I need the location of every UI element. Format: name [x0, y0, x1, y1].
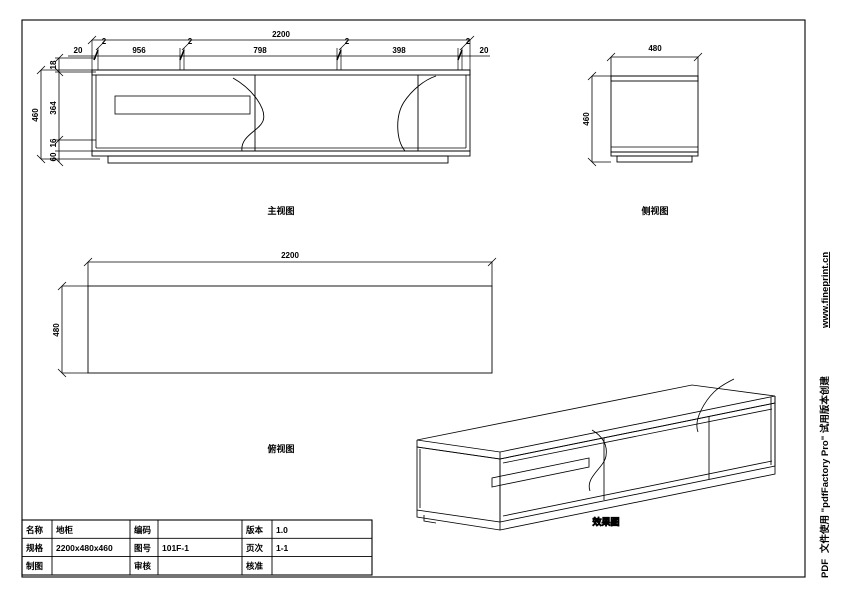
- front-dim-364-label: 364: [49, 101, 58, 115]
- side-dim-480-line: [606, 52, 703, 76]
- top-dim-2200-line: [83, 257, 497, 286]
- iso-top-surface: [416, 384, 776, 453]
- front-dim-460-label: 460: [31, 108, 40, 122]
- pdffactory-watermark: PDF 文件使用 "pdfFactory Pro" 试用版本创建 www.fin…: [819, 252, 831, 578]
- front-dim-2-c: 2: [345, 37, 350, 46]
- top-view-label: 俯视图: [267, 443, 294, 454]
- front-body: [91, 69, 471, 152]
- side-dim-460-label: 460: [582, 112, 591, 126]
- tb-value-spec: 2200x480x460: [56, 543, 113, 553]
- tb-value-name: 地柜: [56, 525, 74, 535]
- tb-label-drawn: 制图: [26, 561, 43, 571]
- tb-value-version: 1.0: [276, 525, 288, 535]
- iso-curve-right: [696, 378, 735, 433]
- front-dim-956: 956: [132, 46, 146, 55]
- side-top-panel: [610, 75, 699, 82]
- tb-value-page: 1-1: [276, 543, 289, 553]
- watermark-prefix: PDF: [820, 559, 831, 578]
- iso-view-group: 效果图: [416, 378, 776, 531]
- front-dim-18-label: 18: [49, 60, 58, 69]
- front-curve-right: [397, 75, 437, 152]
- side-dim-460-line: [587, 71, 611, 167]
- side-view-group: 480 460 侧视图: [582, 44, 703, 216]
- iso-view-label: 效果图: [592, 516, 619, 527]
- front-top-panel: [91, 69, 471, 76]
- tb-value-dwgno: 101F-1: [162, 543, 189, 553]
- iso-handle-slot: [491, 457, 590, 488]
- front-view-group: 2200 20 2 956 2: [31, 30, 490, 216]
- iso-front-rail-lower: [502, 460, 773, 517]
- tb-label-dwgno: 图号: [134, 543, 152, 553]
- front-overall-dim-label: 2200: [272, 30, 290, 39]
- iso-top-thickness-right: [499, 396, 776, 460]
- iso-front-face: [499, 402, 776, 523]
- front-dim-2-a: 2: [102, 37, 107, 46]
- tb-label-page: 页次: [246, 543, 264, 553]
- front-curve-left: [232, 77, 265, 152]
- front-view-label: 主视图: [267, 205, 294, 216]
- top-dim-480-line: [57, 281, 88, 378]
- iso-curve-left: [588, 429, 607, 492]
- tb-label-code: 编码: [134, 525, 152, 535]
- tb-label-checked: 审核: [134, 561, 152, 571]
- front-dim-2-d: 2: [466, 37, 471, 46]
- front-dim-60-label: 60: [49, 152, 58, 161]
- front-dim-798: 798: [253, 46, 267, 55]
- front-dim-2-b: 2: [188, 37, 193, 46]
- top-view-outline: [87, 285, 493, 374]
- tb-label-approved: 核准: [246, 561, 264, 571]
- sheet-border: [21, 19, 806, 578]
- title-block-outline: [21, 519, 373, 576]
- watermark-link[interactable]: www.fineprint.cn: [820, 252, 831, 329]
- side-plinth: [610, 151, 699, 163]
- iso-plinth-left: [416, 510, 501, 531]
- front-dim-16-label: 16: [49, 138, 58, 147]
- front-dim-20-left: 20: [74, 46, 83, 55]
- iso-left-face: [416, 446, 501, 523]
- front-dim-398: 398: [392, 46, 406, 55]
- iso-front-rail-upper: [502, 408, 773, 464]
- side-view-label: 侧视图: [641, 205, 668, 216]
- front-handle-slot: [114, 95, 251, 115]
- title-block: 名称 地柜 编码 版本 1.0 规格 2200x480x460 图号 101F-…: [21, 519, 373, 576]
- tb-label-version: 版本: [245, 525, 264, 535]
- front-plinth: [91, 150, 471, 164]
- side-body: [610, 75, 699, 153]
- tb-label-spec: 规格: [26, 543, 44, 553]
- iso-right-edge: [770, 396, 776, 466]
- iso-plinth-front: [499, 466, 776, 531]
- iso-plinth-foot: [423, 515, 437, 524]
- watermark-text: 文件使用 "pdfFactory Pro" 试用版本创建: [819, 376, 831, 554]
- side-dim-480-label: 480: [648, 44, 662, 53]
- top-dim-480-label: 480: [52, 323, 61, 337]
- top-view-group: 2200 480 俯视图: [52, 251, 497, 454]
- iso-top-thickness: [416, 440, 501, 460]
- top-dim-2200-label: 2200: [281, 251, 299, 260]
- front-dim-20-right: 20: [480, 46, 489, 55]
- front-door-dividers: [254, 75, 419, 151]
- tb-label-name: 名称: [26, 525, 44, 535]
